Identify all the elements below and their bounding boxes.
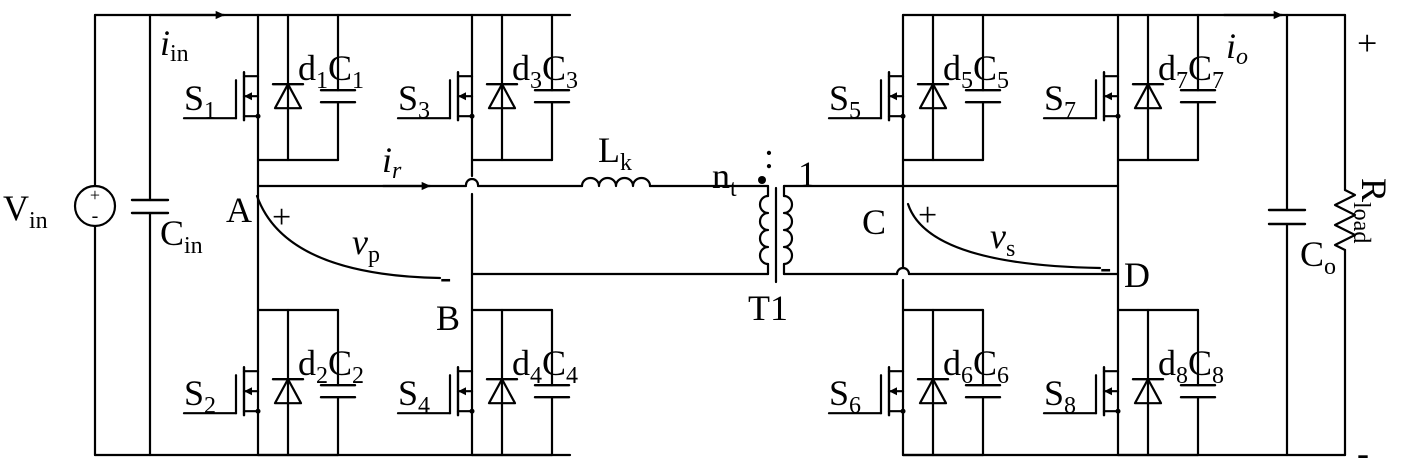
svg-text:+: + <box>90 185 100 205</box>
vs-plus: + <box>918 197 937 234</box>
switch-label-3: S3 <box>398 78 430 124</box>
cap-label-6: C6 <box>973 343 1009 389</box>
diode-label-4: d4 <box>512 343 542 389</box>
switch-label-2: S2 <box>184 373 216 419</box>
vp-plus: + <box>272 199 291 236</box>
switch-label-6: S6 <box>829 373 861 419</box>
load-resistor <box>1333 188 1357 252</box>
ratio-right-label: 1 <box>798 154 816 194</box>
cap-label-3: C3 <box>542 48 578 94</box>
voltage-source: + - <box>73 184 117 228</box>
switch-label-5: S5 <box>829 78 861 124</box>
output-plus: + <box>1357 23 1377 63</box>
cap-label-8: C8 <box>1188 343 1224 389</box>
vs-curve <box>906 202 1102 270</box>
nt-label: nt <box>712 156 737 202</box>
input-capacitor <box>130 198 170 215</box>
vs-label: vs <box>990 216 1015 262</box>
cap-label-5: C5 <box>973 48 1009 94</box>
lk-label: Lk <box>598 130 632 176</box>
diode-label-2: d2 <box>298 343 328 389</box>
transformer-t1 <box>758 176 794 284</box>
cap-label-1: C1 <box>328 48 364 94</box>
iin-label: iin <box>160 23 189 67</box>
co-label: Co <box>1300 234 1336 280</box>
vp-curve <box>255 194 442 280</box>
diode-label-3: d3 <box>512 48 542 94</box>
inductor-lk <box>580 176 652 188</box>
diode-label-7: d7 <box>1158 48 1188 94</box>
t1-label: T1 <box>748 288 788 328</box>
ir-label: ir <box>382 140 402 184</box>
vin-label: Vin <box>3 188 48 234</box>
switch-label-4: S4 <box>398 373 430 419</box>
vp-minus: - <box>440 259 451 296</box>
node-c-label: C <box>862 202 886 242</box>
cap-label-4: C4 <box>542 343 578 389</box>
svg-text:-: - <box>92 205 99 227</box>
node-b-label: B <box>436 298 460 338</box>
cap-label-2: C2 <box>328 343 364 389</box>
diode-label-1: d1 <box>298 48 328 94</box>
io-label: io <box>1226 26 1248 70</box>
ratio-separator: : <box>764 136 774 176</box>
output-minus: - <box>1357 433 1369 465</box>
diode-label-8: d8 <box>1158 343 1188 389</box>
node-d-label: D <box>1124 255 1150 295</box>
cap-label-7: C7 <box>1188 48 1224 94</box>
switch-label-7: S7 <box>1044 78 1076 124</box>
node-a-label: A <box>226 190 252 230</box>
vs-minus: - <box>1100 249 1111 286</box>
rload-label: Rload <box>1348 178 1394 243</box>
switch-label-8: S8 <box>1044 373 1076 419</box>
output-capacitor <box>1267 208 1307 226</box>
diode-label-6: d6 <box>943 343 973 389</box>
cin-label: Cin <box>160 213 203 259</box>
switch-label-1: S1 <box>184 78 216 124</box>
diode-label-5: d5 <box>943 48 973 94</box>
vp-label: vp <box>352 222 380 268</box>
